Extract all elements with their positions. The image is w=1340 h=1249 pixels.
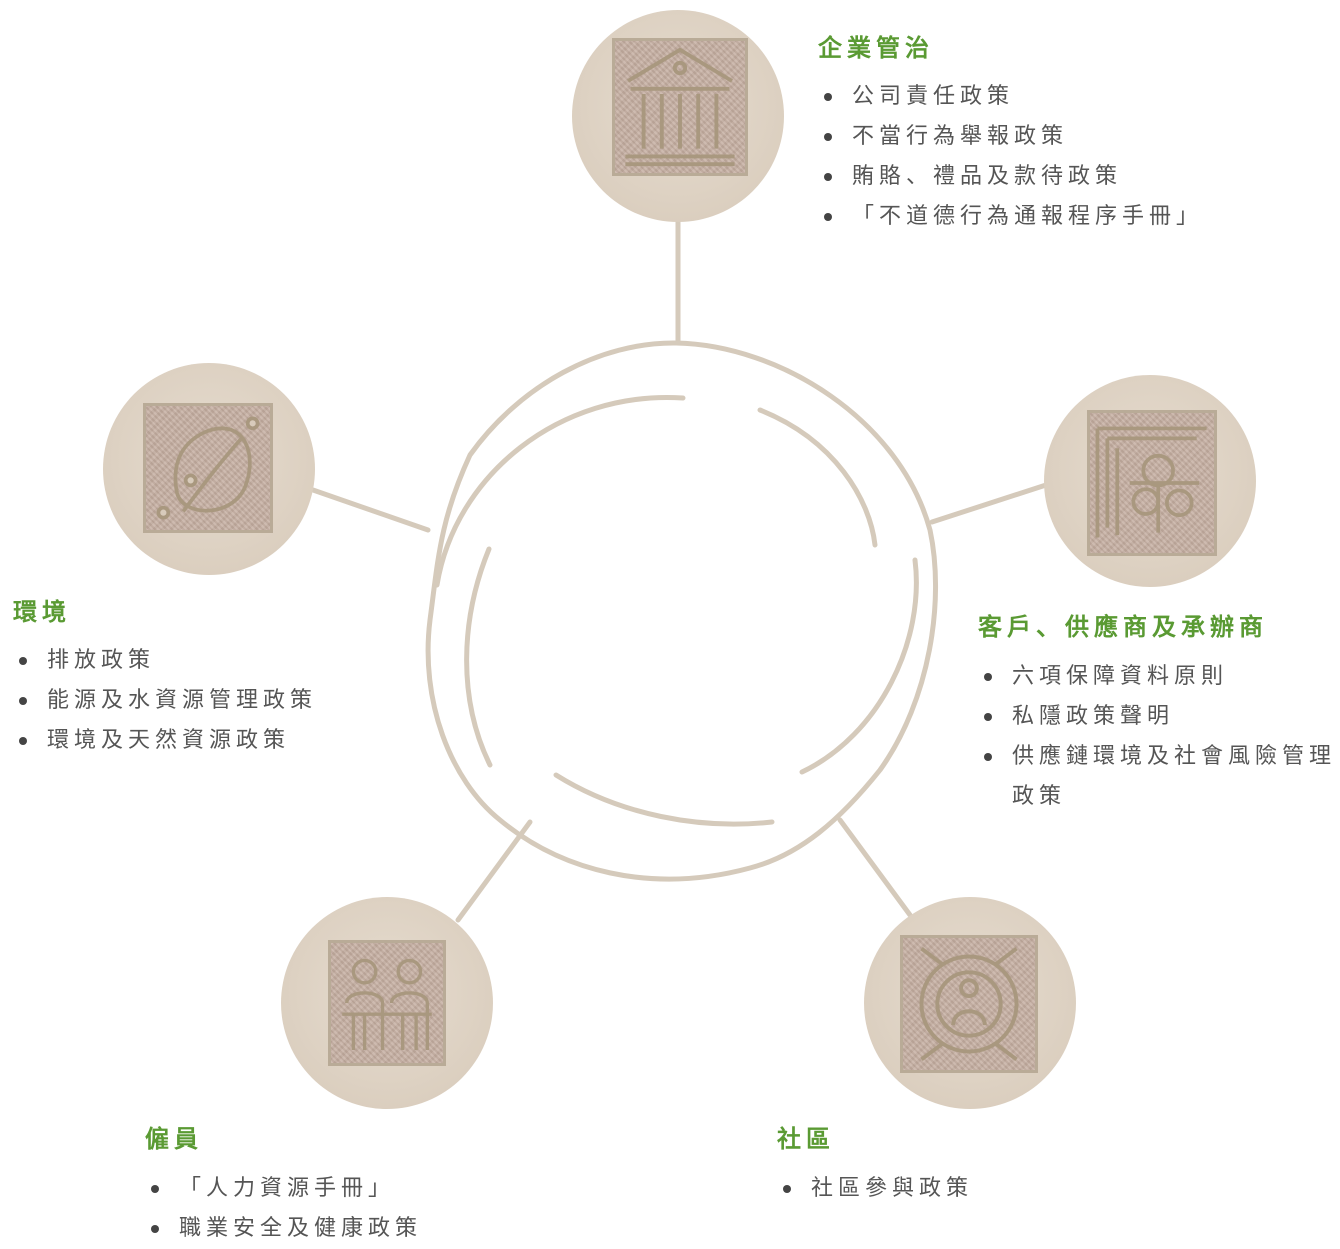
environment-list: 排放政策 能源及水資源管理政策 環境及天然資源政策 bbox=[13, 641, 317, 761]
list-item: 私隱政策聲明 bbox=[978, 697, 1340, 737]
community-node bbox=[864, 897, 1076, 1109]
list-item: 排放政策 bbox=[13, 641, 317, 681]
spoke-customers bbox=[929, 482, 1049, 525]
customers-title: 客戶、供應商及承辦商 bbox=[978, 613, 1268, 641]
list-item: 賄賂、禮品及款待政策 bbox=[818, 157, 1203, 197]
outer-ring bbox=[425, 340, 939, 882]
list-item: 環境及天然資源政策 bbox=[13, 721, 317, 761]
list-item: 「人力資源手冊」 bbox=[145, 1169, 422, 1209]
governance-title: 企業管治 bbox=[818, 34, 934, 62]
environment-title: 環境 bbox=[13, 598, 71, 626]
inner-arc-lower-right bbox=[799, 557, 919, 775]
spoke-environment bbox=[310, 487, 431, 533]
spoke-community bbox=[837, 817, 913, 918]
employees-node bbox=[281, 897, 493, 1109]
governance-node bbox=[572, 10, 784, 222]
customers-node bbox=[1044, 375, 1256, 587]
community-list: 社區參與政策 bbox=[777, 1169, 973, 1209]
inner-arc-right bbox=[757, 407, 878, 548]
environment-node bbox=[103, 363, 315, 575]
list-item: 「不道德行為通報程序手冊」 bbox=[818, 197, 1203, 237]
list-item: 公司責任政策 bbox=[818, 77, 1203, 117]
inner-arc-top bbox=[434, 394, 686, 588]
inner-arc-left bbox=[464, 546, 493, 768]
interlocking-maze-icon bbox=[1095, 426, 1207, 538]
customers-list: 六項保障資料原則 私隱政策聲明 供應鏈環境及社會風險管理政策 bbox=[978, 657, 1340, 817]
list-item: 社區參與政策 bbox=[777, 1169, 973, 1209]
list-item: 六項保障資料原則 bbox=[978, 657, 1340, 697]
list-item: 供應鏈環境及社會風險管理政策 bbox=[978, 737, 1340, 817]
community-title: 社區 bbox=[777, 1125, 835, 1153]
governance-list: 公司責任政策 不當行為舉報政策 賄賂、禮品及款待政策 「不道德行為通報程序手冊」 bbox=[818, 77, 1203, 237]
list-item: 職業安全及健康政策 bbox=[145, 1209, 422, 1249]
people-icon bbox=[342, 958, 432, 1051]
employees-title: 僱員 bbox=[145, 1125, 203, 1153]
community-circle-icon bbox=[919, 946, 1019, 1062]
list-item: 不當行為舉報政策 bbox=[818, 117, 1203, 157]
list-item: 能源及水資源管理政策 bbox=[13, 681, 317, 721]
pillared-building-icon bbox=[625, 47, 735, 167]
leaf-icon bbox=[156, 416, 260, 520]
spoke-employees bbox=[455, 819, 533, 923]
employees-list: 「人力資源手冊」 職業安全及健康政策 bbox=[145, 1169, 422, 1249]
inner-arc-bottom bbox=[553, 772, 775, 827]
